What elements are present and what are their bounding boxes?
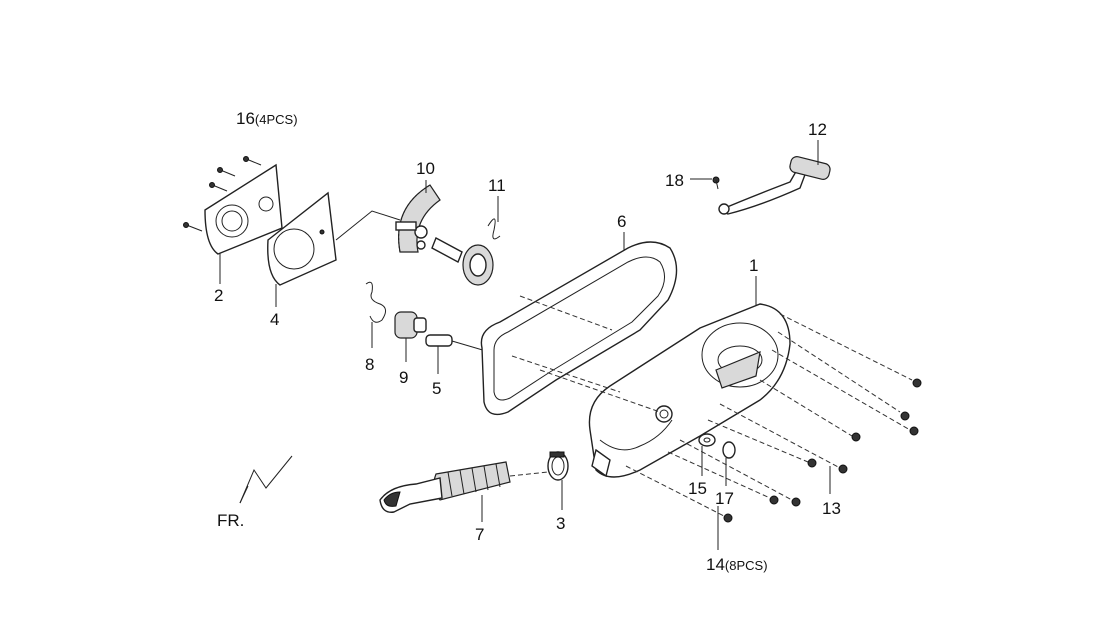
callout-1: 1: [749, 256, 758, 275]
front-direction-arrow: [239, 455, 293, 504]
bolts-13: [807, 378, 922, 494]
callout-15: 15: [688, 479, 707, 498]
callout-18: 18: [665, 171, 684, 190]
qty-16: (4PCS): [255, 112, 298, 127]
direction-label: FR.: [217, 511, 244, 530]
kickstart-gear-10: [395, 180, 463, 263]
callout-17: 17: [715, 489, 734, 508]
callout-4: 4: [270, 310, 279, 329]
callout-5: 5: [432, 379, 441, 398]
callout-3: 3: [556, 514, 565, 533]
kick-lever-12: [718, 140, 831, 215]
callout-13: 13: [822, 499, 841, 518]
callout-7: 7: [475, 525, 484, 544]
callout-10: 10: [416, 159, 435, 178]
seal-17: [722, 441, 736, 486]
screws-16: [183, 156, 262, 232]
callout-11: 11: [488, 176, 506, 195]
gasket-plate-4: [267, 191, 401, 307]
screw-18: [690, 176, 720, 190]
cover-gasket-6: [480, 232, 678, 416]
cover-plate-2: [204, 163, 283, 284]
callout-6: 6: [617, 212, 626, 231]
hose-clamp-3: [547, 451, 569, 510]
callout-2: 2: [214, 286, 223, 305]
crankcase-cover-1: [588, 276, 791, 478]
kickstart-spring-11: [462, 196, 501, 286]
callout-14: 14(8PCS): [706, 555, 768, 574]
qty-14: (8PCS): [725, 558, 768, 573]
pinion-9: [394, 311, 427, 362]
intake-duct-7: [379, 461, 549, 522]
callout-8: 8: [365, 355, 374, 374]
washer-15: [698, 433, 716, 476]
callout-9: 9: [399, 368, 408, 387]
assembly-lines: [511, 295, 913, 517]
bolts-14: [717, 495, 801, 550]
callout-12: 12: [808, 120, 827, 139]
clip-8: [365, 281, 386, 348]
shaft-5: [425, 334, 453, 374]
callout-16: 16(4PCS): [236, 109, 298, 128]
